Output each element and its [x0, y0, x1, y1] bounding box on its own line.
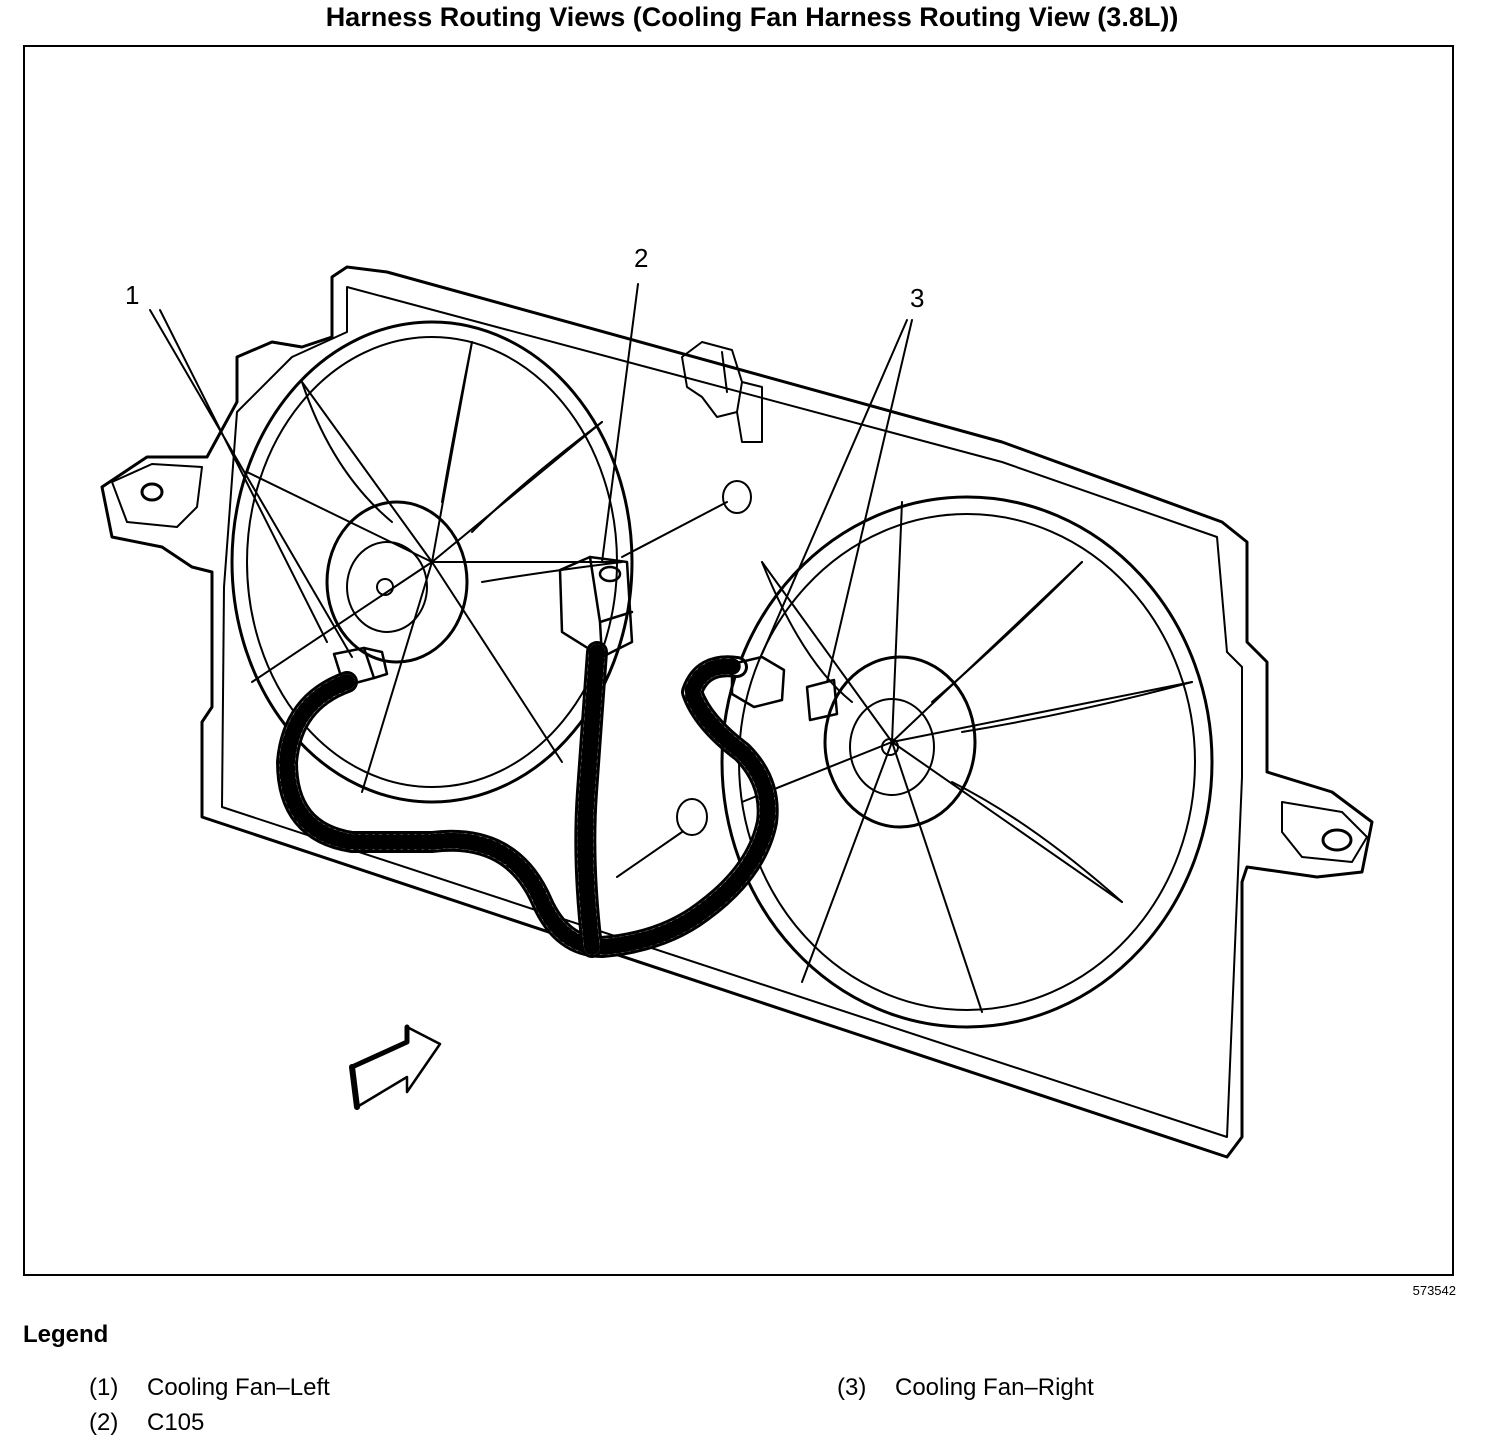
- right-fan-connector: [730, 655, 839, 722]
- right-fan-ring-outer: [720, 495, 1214, 1029]
- cooling-fan-harness: [276, 641, 779, 958]
- fan-shroud-outline: [100, 265, 1374, 1159]
- left-fan-connector: [332, 646, 389, 688]
- left-cooling-fan: [230, 320, 634, 804]
- diagram-frame: 1 2 3: [23, 45, 1454, 1276]
- right-mount-hole: [1321, 828, 1353, 852]
- left-mount-hole: [140, 482, 164, 502]
- legend-item-label: Cooling Fan–Left: [147, 1374, 330, 1401]
- left-mount-ear: [111, 463, 203, 528]
- callout-3: 3: [910, 283, 924, 313]
- fan-shroud-inner: [221, 286, 1243, 1138]
- legend-item-label: Cooling Fan–Right: [895, 1374, 1094, 1401]
- right-fan-hub: [849, 698, 935, 796]
- right-fan-blades: [741, 501, 1193, 1013]
- callout-1-leader: [149, 309, 353, 658]
- callout-3-leader: [761, 319, 913, 683]
- lower-center-boss: [676, 798, 708, 836]
- legend-item-number: (1): [89, 1374, 119, 1401]
- figure-number: 573542: [1412, 1283, 1456, 1298]
- callout-2: 2: [634, 243, 648, 273]
- right-fan-ring-inner: [738, 513, 1196, 1011]
- right-mount-ear: [1281, 801, 1368, 863]
- fan-assembly-drawing: 1 2 3: [100, 243, 1374, 1159]
- legend-item-label: C105: [147, 1409, 205, 1436]
- c105-connector: [558, 555, 634, 659]
- callout-1: 1: [125, 280, 139, 310]
- diagram-title: Harness Routing Views (Cooling Fan Harne…: [325, 2, 1179, 32]
- right-fan-motor: [823, 655, 977, 829]
- legend-title: Legend: [23, 1321, 109, 1348]
- legend-item-2: (2) C105: [89, 1409, 204, 1437]
- left-fan-motor: [325, 500, 469, 664]
- left-fan-ring-outer: [230, 320, 634, 804]
- legend-item-number: (2): [89, 1409, 119, 1436]
- legend-item-number: (3): [837, 1374, 867, 1401]
- right-cooling-fan: [720, 495, 1214, 1029]
- upper-center-boss: [722, 480, 752, 514]
- callout-2-leader: [601, 283, 639, 563]
- legend-item-1: (1) Cooling Fan–Left: [89, 1374, 330, 1402]
- legend-item-3: (3) Cooling Fan–Right: [837, 1374, 1094, 1402]
- left-fan-hub: [346, 541, 428, 633]
- view-direction-arrow: [349, 1024, 442, 1110]
- left-fan-blades: [246, 341, 623, 793]
